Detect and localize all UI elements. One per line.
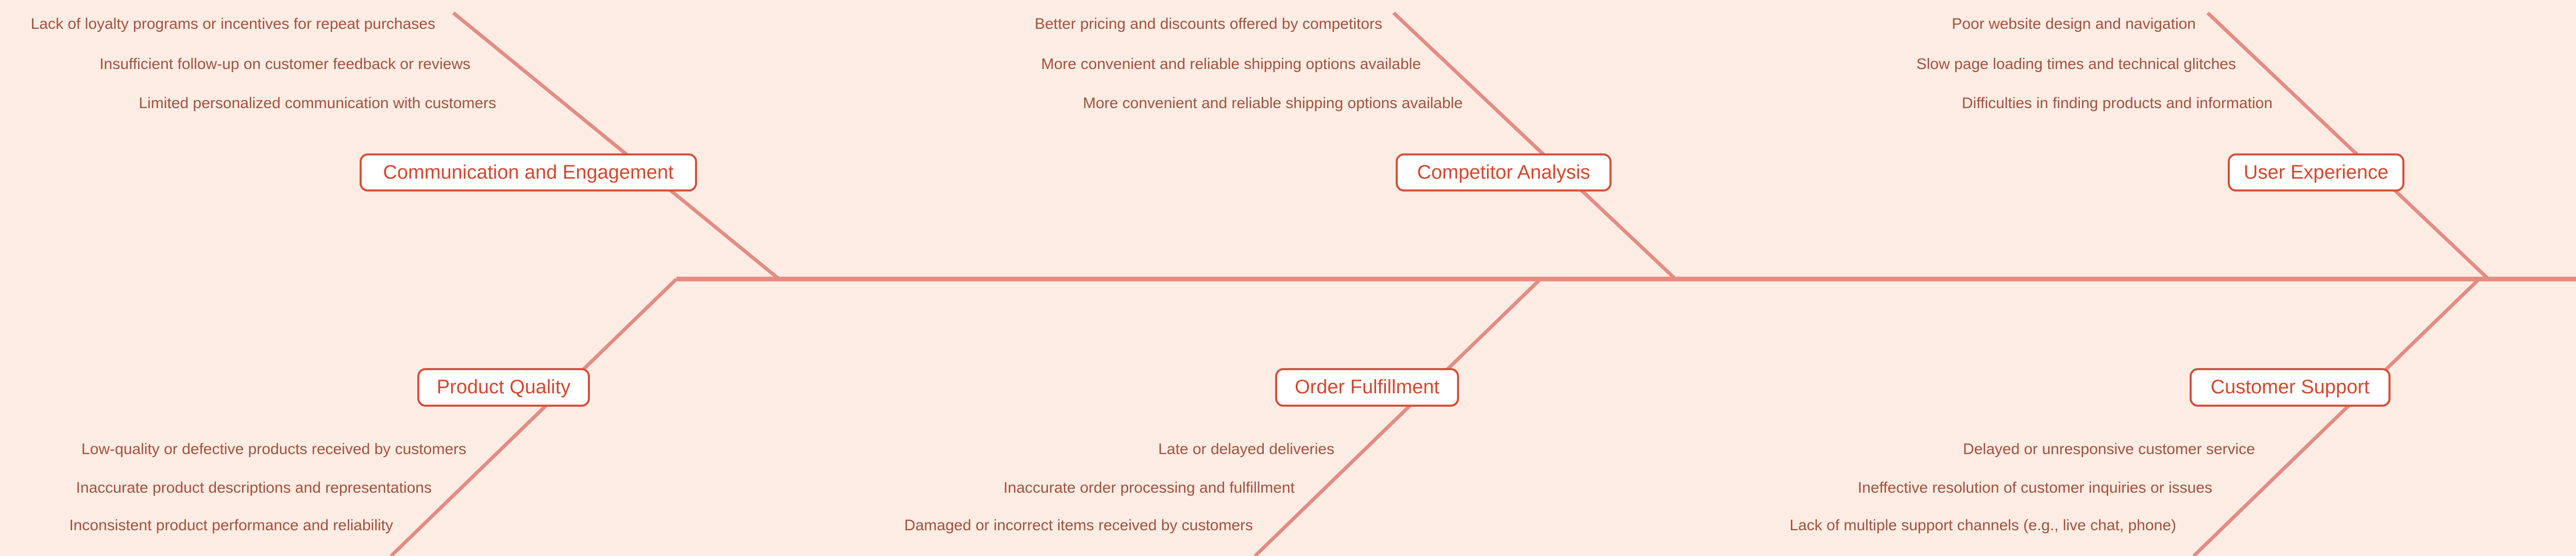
cause-label[interactable]: Low-quality or defective products receiv…: [81, 441, 466, 458]
cause-label[interactable]: Inconsistent product performance and rel…: [69, 517, 393, 534]
category-label: Order Fulfillment: [1295, 376, 1439, 398]
branch-line-order-fulfillment: [1253, 277, 1542, 556]
cause-label[interactable]: Slow page loading times and technical gl…: [1916, 56, 2236, 73]
cause-label[interactable]: Damaged or incorrect items received by c…: [904, 517, 1253, 534]
branch-line-competitor-analysis: [1392, 11, 1677, 281]
category-label: Competitor Analysis: [1417, 161, 1590, 183]
branch-line-user-experience: [2206, 11, 2490, 281]
cause-label[interactable]: Better pricing and discounts offered by …: [1035, 15, 1382, 32]
category-label: Customer Support: [2210, 376, 2370, 398]
cause-label[interactable]: Late or delayed deliveries: [1158, 441, 1334, 458]
cause-label[interactable]: Lack of multiple support channels (e.g.,…: [1789, 517, 2176, 534]
category-node-communication-and-engagement[interactable]: Communication and Engagement: [360, 153, 697, 192]
category-label: User Experience: [2244, 161, 2388, 183]
category-label: Communication and Engagement: [383, 161, 674, 183]
branch-line-communication-and-engagement: [452, 11, 781, 281]
category-node-product-quality[interactable]: Product Quality: [417, 368, 590, 407]
branch-line-product-quality: [389, 277, 678, 556]
cause-label[interactable]: More convenient and reliable shipping op…: [1041, 56, 1421, 73]
category-node-competitor-analysis[interactable]: Competitor Analysis: [1396, 153, 1612, 192]
branch-line-customer-support: [2192, 277, 2481, 556]
cause-label[interactable]: Lack of loyalty programs or incentives f…: [30, 15, 435, 32]
category-node-order-fulfillment[interactable]: Order Fulfillment: [1275, 368, 1459, 407]
cause-label[interactable]: Insufficient follow-up on customer feedb…: [99, 56, 470, 73]
cause-label[interactable]: Poor website design and navigation: [1952, 15, 2196, 32]
cause-label[interactable]: Delayed or unresponsive customer service: [1963, 441, 2255, 458]
cause-label[interactable]: Inaccurate product descriptions and repr…: [76, 479, 432, 496]
category-node-customer-support[interactable]: Customer Support: [2190, 368, 2391, 407]
category-node-user-experience[interactable]: User Experience: [2228, 153, 2404, 192]
cause-label[interactable]: Difficulties in finding products and inf…: [1961, 95, 2273, 112]
cause-label[interactable]: Inaccurate order processing and fulfillm…: [1003, 479, 1295, 496]
cause-label[interactable]: Limited personalized communication with …: [139, 95, 496, 112]
cause-label[interactable]: Ineffective resolution of customer inqui…: [1857, 479, 2212, 496]
cause-label[interactable]: More convenient and reliable shipping op…: [1082, 95, 1463, 112]
category-label: Product Quality: [436, 376, 571, 398]
